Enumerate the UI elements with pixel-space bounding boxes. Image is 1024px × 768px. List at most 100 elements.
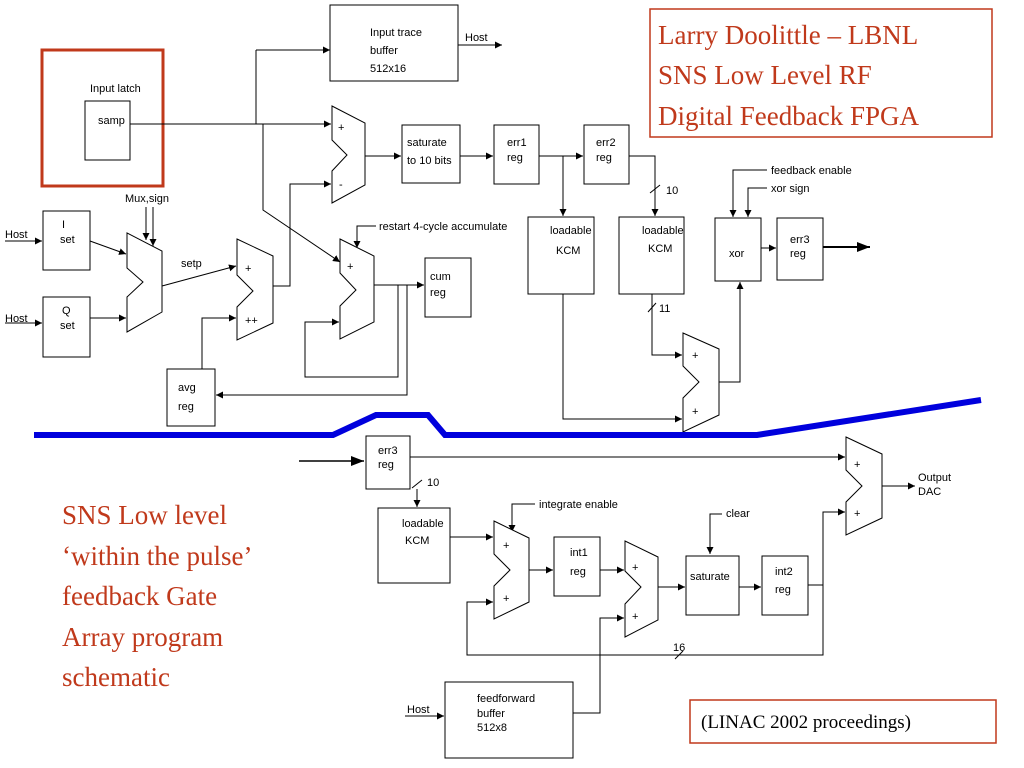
cum-label-2: reg	[430, 287, 446, 299]
int-enable-wire	[508, 503, 535, 532]
adder-to-xor-wire	[719, 282, 744, 383]
bus-11-tick	[647, 302, 657, 313]
input-trace-label-2: buffer	[370, 45, 398, 57]
caption-line-1: SNS Low level	[62, 500, 227, 530]
mux-sign-block	[126, 232, 163, 333]
int2-feedback-wire	[466, 585, 824, 656]
kcm1-label-2: KCM	[556, 245, 580, 257]
err1-label-1: err1	[507, 137, 527, 149]
int1-label-2: reg	[570, 566, 586, 578]
acc-feedback-wire	[304, 285, 399, 378]
caption-line-5: schematic	[62, 662, 170, 692]
bus-10-tick	[649, 184, 661, 194]
ff-label-3: 512x8	[477, 722, 507, 734]
section-divider	[34, 397, 982, 438]
restart-wire	[353, 225, 376, 248]
setp-wire	[161, 264, 237, 287]
input-latch-label: Input latch	[90, 83, 141, 95]
kcm-1	[527, 216, 595, 295]
cum-to-avg-wire	[216, 285, 408, 399]
feedforward-buffer	[444, 681, 574, 759]
err3-register	[776, 217, 824, 281]
xor-label: xor	[729, 248, 745, 260]
saturate-block	[685, 555, 740, 616]
err3b-label-1: err3	[378, 445, 398, 457]
sat1-label-1: saturate	[407, 137, 447, 149]
samp-to-acc-wire	[262, 124, 341, 263]
setp-label: setp	[181, 258, 202, 270]
title-frame	[649, 8, 993, 138]
bus-10-label: 10	[666, 185, 678, 197]
kcm2-to-adder-wire	[651, 294, 682, 359]
output-label-2: DAC	[918, 486, 941, 498]
int2-label-1: int2	[775, 566, 793, 578]
int1-register	[553, 536, 601, 597]
reference-label: (LINAC 2002 proceedings)	[701, 712, 911, 733]
subtractor-plus: +	[338, 122, 344, 134]
samp-register	[84, 100, 131, 161]
err3-label-1: err3	[790, 234, 810, 246]
adder-feedforward	[624, 540, 659, 638]
kcm1-label-1: loadable	[550, 225, 592, 237]
cum-register	[424, 257, 472, 318]
err1-label-2: reg	[507, 152, 523, 164]
i-set-label-2: set	[60, 234, 75, 246]
adder-kcm	[682, 332, 720, 433]
reference-frame	[689, 699, 997, 744]
adder-setpoint-plus: +	[245, 263, 251, 275]
title-line-3: Digital Feedback FPGA	[658, 101, 919, 131]
q-set-label-1: Q	[62, 305, 71, 317]
title-line-2: SNS Low Level RF	[658, 60, 872, 90]
err1-register	[493, 124, 540, 185]
adder-integrate	[493, 520, 530, 620]
kcm-3	[377, 507, 451, 584]
err3b-register	[365, 435, 411, 490]
kcm1-to-adder-wire	[562, 294, 682, 423]
adder-kcm-bot: +	[692, 406, 698, 418]
bus-16-tick	[674, 650, 684, 660]
cum-label-1: cum	[430, 271, 451, 283]
input-trace-label-1: Input trace	[370, 27, 422, 39]
sat1-label-2: to 10 bits	[407, 155, 452, 167]
kcm3-label-1: loadable	[402, 518, 444, 530]
iset-to-mux-wire	[89, 240, 127, 255]
err2-to-kcm2-wire	[629, 155, 659, 216]
avg-register	[166, 368, 216, 427]
samp-label: samp	[98, 115, 125, 127]
title-line-1: Larry Doolittle – LBNL	[658, 20, 918, 50]
err2-label-2: reg	[596, 152, 612, 164]
bus-11-label: 11	[659, 303, 670, 315]
avg-label-1: avg	[178, 382, 196, 394]
host-ff-label: Host	[407, 704, 430, 716]
xor-sign-label: xor sign	[771, 183, 810, 195]
err2-label-1: err2	[596, 137, 616, 149]
output-label-1: Output	[918, 472, 951, 484]
setp-to-sub-wire	[273, 180, 331, 287]
host-q-label: Host	[5, 313, 28, 325]
ff-label-1: feedforward	[477, 693, 535, 705]
restart-label: restart 4-cycle accumulate	[379, 221, 507, 233]
accumulate-adder	[339, 238, 375, 340]
sat2-label: saturate	[690, 571, 730, 583]
fb-enable-label: feedback enable	[771, 165, 852, 177]
adder-ff-bot: +	[632, 611, 638, 623]
caption-line-2: ‘within the pulse’	[62, 541, 252, 571]
host-i-label: Host	[5, 229, 28, 241]
subtractor	[331, 105, 366, 204]
int-enable-label: integrate enable	[539, 499, 618, 511]
adder-output	[845, 436, 883, 536]
caption-line-4: Array program	[62, 622, 223, 652]
host-trace-label: Host	[465, 32, 488, 44]
bus-16-label: 16	[673, 642, 685, 654]
kcm2-label-1: loadable	[642, 225, 684, 237]
err3b-label-2: reg	[378, 459, 394, 471]
mux-sign-label: Mux,sign	[125, 193, 169, 205]
adder-int-bot: +	[503, 593, 509, 605]
int1-label-1: int1	[570, 547, 588, 559]
caption-line-3: feedback Gate	[62, 581, 217, 611]
adder-setpoint	[236, 238, 274, 341]
input-trace-buffer	[329, 4, 459, 82]
adder-setpoint-plusplus: ++	[245, 315, 258, 327]
err2-register	[583, 124, 630, 185]
